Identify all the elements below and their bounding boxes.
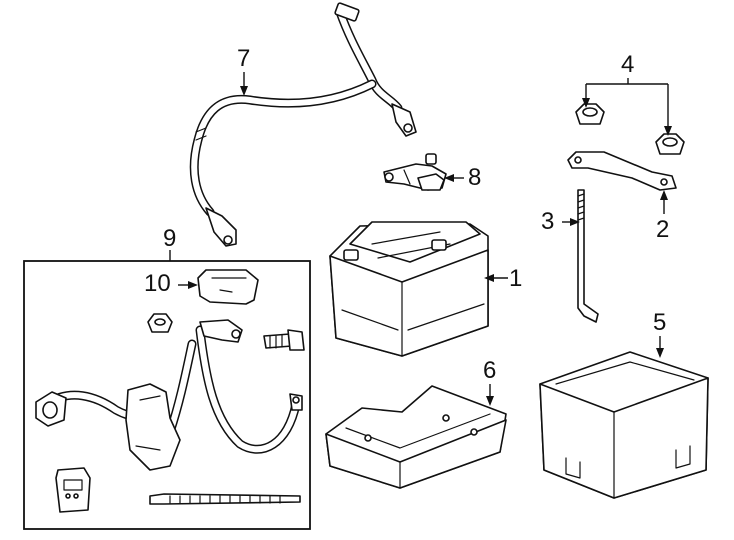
part-9-frame xyxy=(23,260,311,530)
fuse-block xyxy=(55,467,91,513)
battery-tray-part-6 xyxy=(325,385,507,489)
callout-7: 7 xyxy=(237,45,251,72)
battery-box-part-5 xyxy=(539,351,709,499)
callout-8: 8 xyxy=(468,164,482,191)
cable-tie xyxy=(149,493,301,505)
callout-10: 10 xyxy=(144,270,171,297)
frame-bolt xyxy=(263,329,305,351)
battery-part-1 xyxy=(329,221,489,357)
callout-2: 2 xyxy=(656,216,670,243)
nuts-part-4 xyxy=(575,103,685,155)
callout-1: 1 xyxy=(509,265,523,292)
leader-lines xyxy=(169,72,672,406)
positive-cable-part-7 xyxy=(189,2,417,247)
callout-5: 5 xyxy=(653,309,667,336)
hold-down-bracket-part-2 xyxy=(567,151,677,191)
callout-3: 3 xyxy=(541,208,555,235)
callout-6: 6 xyxy=(483,357,497,384)
callout-4: 4 xyxy=(621,51,635,78)
harness-cables xyxy=(35,319,303,471)
callout-9: 9 xyxy=(163,225,177,252)
hold-down-bolt-part-3 xyxy=(577,189,599,323)
terminal-sensor-part-8 xyxy=(383,153,447,191)
connector-part-10 xyxy=(197,269,259,305)
frame-nut xyxy=(147,313,173,333)
